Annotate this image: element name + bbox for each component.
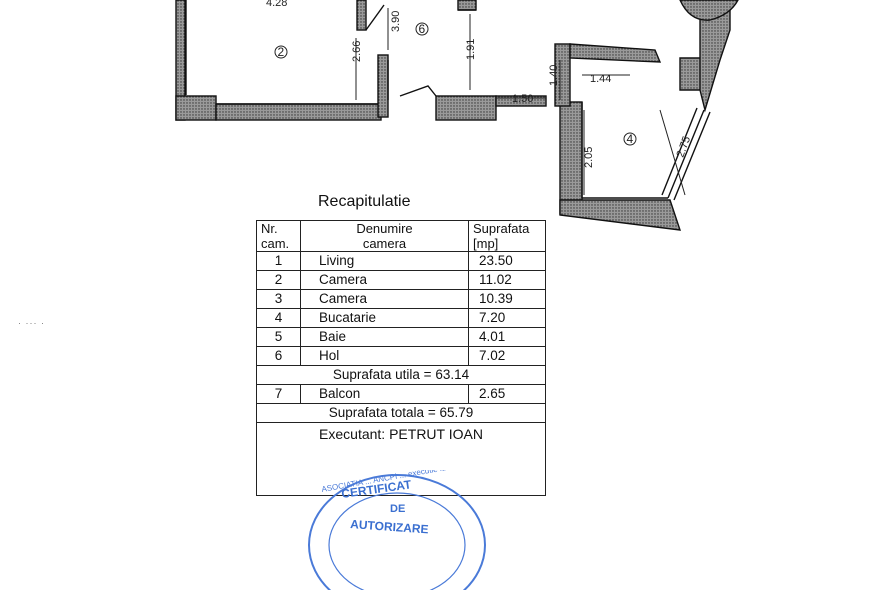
dim-1-40: 1.40 bbox=[548, 65, 560, 86]
svg-text:2: 2 bbox=[278, 45, 285, 59]
svg-text:6: 6 bbox=[419, 22, 426, 36]
room-4-walls bbox=[554, 0, 731, 231]
table-row: 4 Bucatarie 7.20 bbox=[256, 308, 546, 328]
dim-1-44: 1.44 bbox=[590, 73, 611, 85]
room-label-4: 4 bbox=[623, 132, 637, 146]
row-nr: 1 bbox=[256, 251, 301, 271]
row-name: Hol bbox=[300, 346, 469, 366]
dim-1-50: 1.50 bbox=[512, 93, 533, 105]
table-row: 6 Hol 7.02 bbox=[256, 346, 546, 366]
certification-stamp: ASOCIATIA ... ANCPI ... executie lucrari… bbox=[308, 470, 492, 590]
row-name: Bucatarie bbox=[300, 308, 469, 328]
executant-cell: Executant: PETRUT IOAN bbox=[256, 422, 546, 496]
dim-2-75: 2.75 bbox=[675, 135, 694, 159]
table-header-row: Nr. cam. Denumire camera Suprafata [mp] bbox=[256, 220, 546, 252]
room-2-walls bbox=[175, 0, 382, 121]
table-row: 2 Camera 11.02 bbox=[256, 270, 546, 290]
margin-mark: · ··· · bbox=[18, 318, 45, 328]
header-area: Suprafata [mp] bbox=[468, 220, 546, 252]
row-area: 10.39 bbox=[468, 289, 546, 309]
stamp-line-2: DE bbox=[390, 503, 405, 515]
dim-2-66: 2.66 bbox=[351, 41, 363, 62]
svg-text:4: 4 bbox=[627, 132, 634, 146]
partition-wall bbox=[356, 0, 389, 118]
row-area: 4.01 bbox=[468, 327, 546, 347]
row-name: Living bbox=[300, 251, 469, 271]
executant-name: Executant: PETRUT IOAN bbox=[319, 426, 483, 442]
row-area: 7.02 bbox=[468, 346, 546, 366]
row-nr: 6 bbox=[256, 346, 301, 366]
total-area-row: Suprafata totala = 65.79 bbox=[256, 403, 546, 423]
row-nr: 3 bbox=[256, 289, 301, 309]
row-area: 2.65 bbox=[468, 384, 546, 404]
hall-walls bbox=[435, 0, 547, 121]
row-name: Balcon bbox=[300, 384, 469, 404]
row-nr: 5 bbox=[256, 327, 301, 347]
balcony-row: 7 Balcon 2.65 bbox=[256, 384, 546, 404]
table-row: 5 Baie 4.01 bbox=[256, 327, 546, 347]
room-label-2: 2 bbox=[274, 45, 288, 59]
recap-title: Recapitulatie bbox=[318, 193, 411, 210]
room-label-6: 6 bbox=[415, 22, 429, 36]
header-name: Denumire camera bbox=[300, 220, 469, 252]
row-nr: 4 bbox=[256, 308, 301, 328]
dim-2-05: 2.05 bbox=[583, 147, 595, 168]
dimension-lines bbox=[355, 8, 686, 196]
useful-area: Suprafata utila = 63.14 bbox=[256, 365, 546, 385]
total-area: Suprafata totala = 65.79 bbox=[256, 403, 546, 423]
door-swing bbox=[399, 85, 437, 97]
header-nr: Nr. cam. bbox=[256, 220, 301, 252]
recap-table: Nr. cam. Denumire camera Suprafata [mp] … bbox=[256, 220, 546, 496]
table-row: 1 Living 23.50 bbox=[256, 251, 546, 271]
row-name: Camera bbox=[300, 289, 469, 309]
row-area: 11.02 bbox=[468, 270, 546, 290]
dim-4-28: 4.28 bbox=[266, 0, 287, 9]
executant-row: Executant: PETRUT IOAN bbox=[256, 422, 546, 496]
dim-1-91: 1.91 bbox=[465, 39, 477, 60]
table-row: 3 Camera 10.39 bbox=[256, 289, 546, 309]
useful-area-row: Suprafata utila = 63.14 bbox=[256, 365, 546, 385]
row-area: 7.20 bbox=[468, 308, 546, 328]
dim-3-90: 3.90 bbox=[390, 11, 402, 32]
row-area: 23.50 bbox=[468, 251, 546, 271]
row-nr: 7 bbox=[256, 384, 301, 404]
corner-column bbox=[679, 0, 739, 21]
row-nr: 2 bbox=[256, 270, 301, 290]
row-name: Baie bbox=[300, 327, 469, 347]
floor-plan: 4.28 2.66 3.90 1.91 1.40 1.44 1.50 2.05 … bbox=[175, 0, 739, 231]
row-name: Camera bbox=[300, 270, 469, 290]
